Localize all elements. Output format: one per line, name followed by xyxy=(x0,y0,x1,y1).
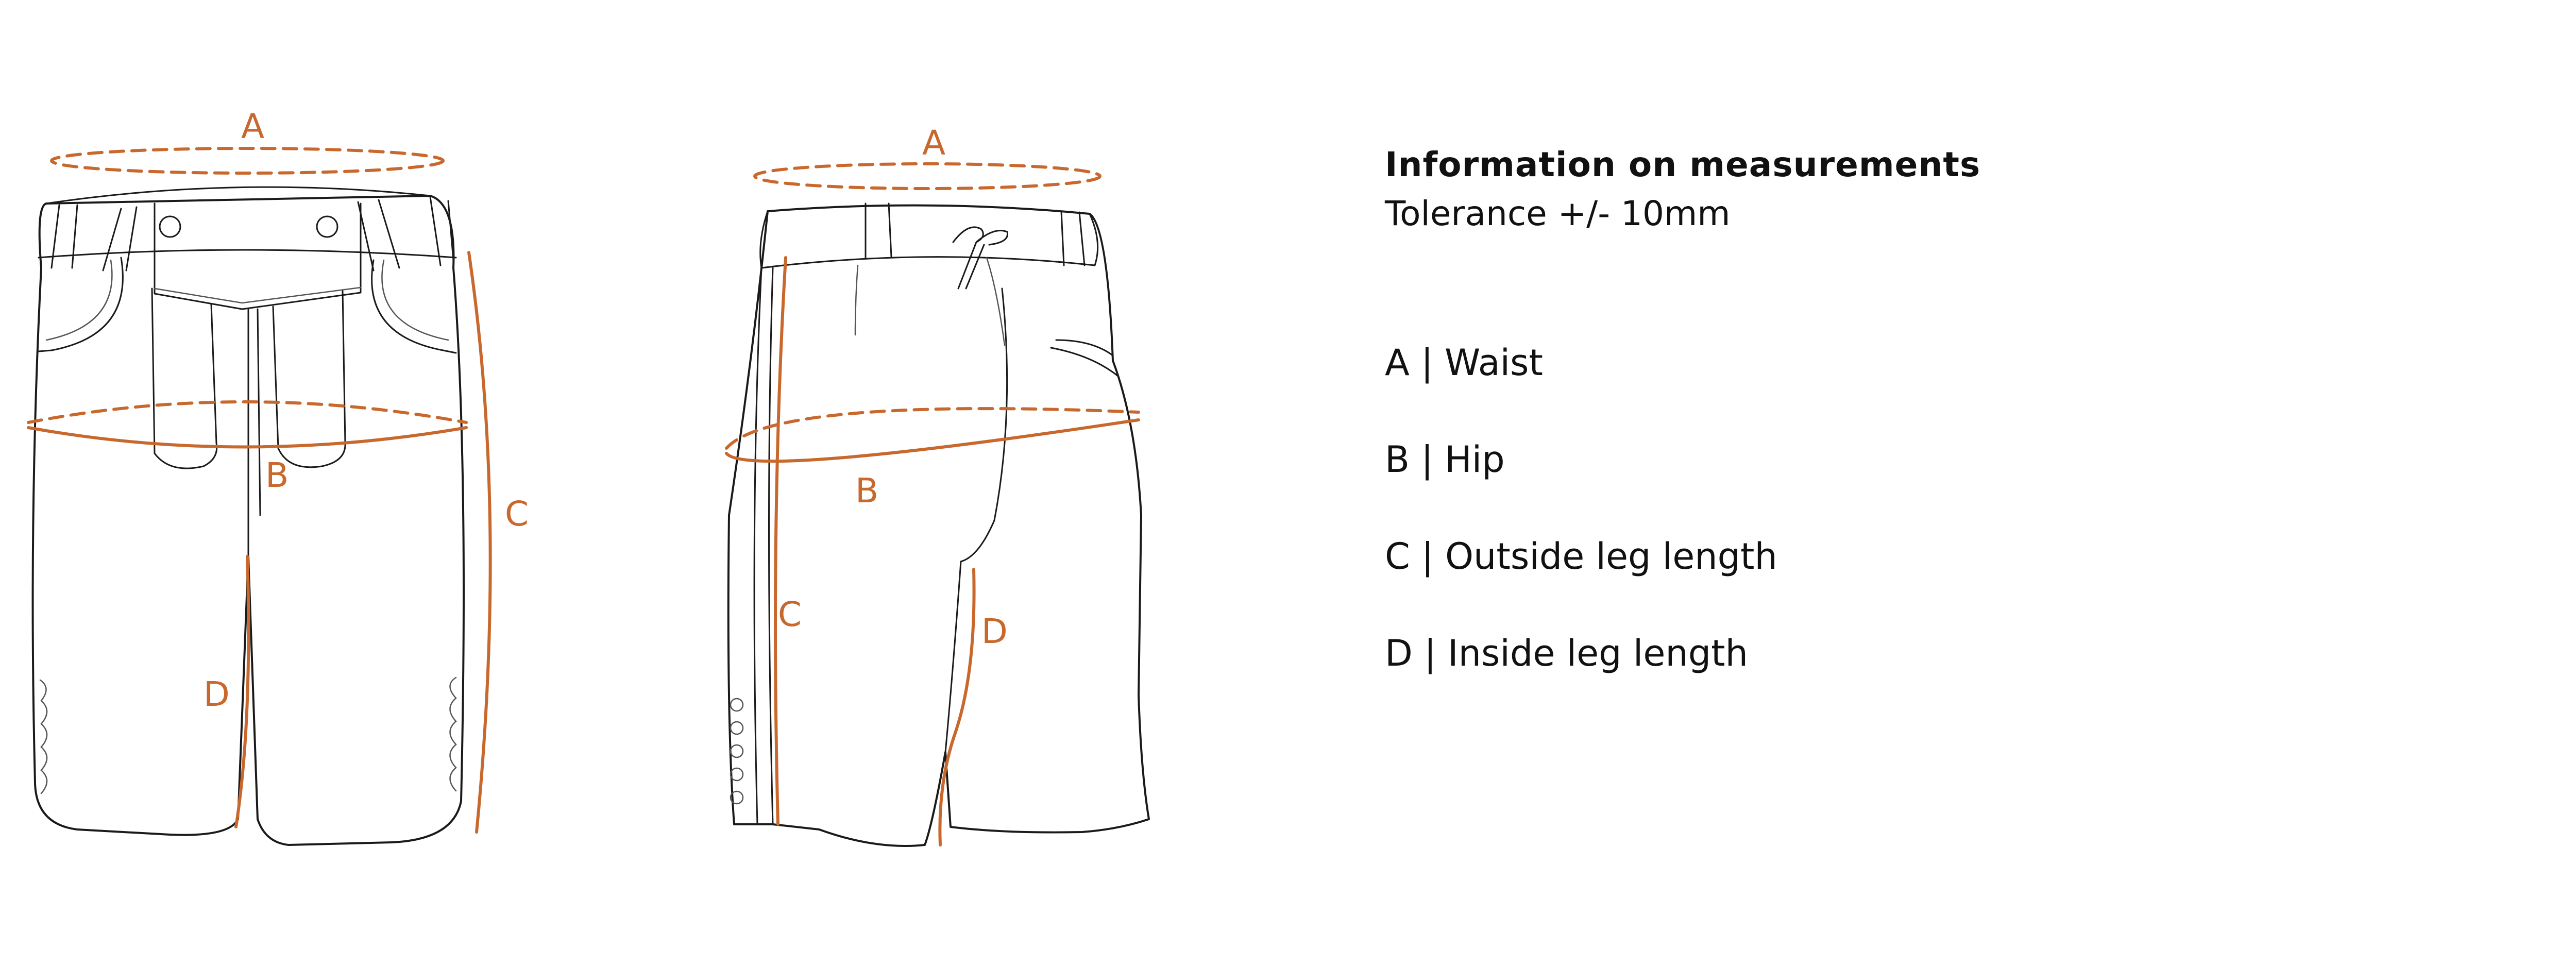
side-belt-loops xyxy=(865,202,1086,266)
side-button-5-icon xyxy=(730,790,744,805)
side-button-4-icon xyxy=(730,767,744,782)
front-label-c: C xyxy=(505,494,529,534)
side-inside-leg-line-d xyxy=(938,568,976,846)
front-pocket-inner xyxy=(45,259,449,341)
front-label-d: D xyxy=(204,674,230,714)
legend-item-outside-leg: C | Outside leg length xyxy=(1385,535,1777,578)
side-drawstring xyxy=(952,226,1009,290)
side-hip-line-back xyxy=(725,407,1140,450)
front-pockets xyxy=(38,257,457,354)
front-outside-leg-line-c xyxy=(467,251,492,834)
side-label-a: A xyxy=(922,123,945,163)
side-button-1-icon xyxy=(730,698,744,712)
side-waistband xyxy=(759,210,1099,269)
front-hip-line-back xyxy=(27,400,468,424)
front-label-a: A xyxy=(241,107,264,146)
front-flap-inner xyxy=(154,286,362,304)
side-button-3-icon xyxy=(730,744,744,758)
flap-button-right-icon xyxy=(316,215,338,238)
side-pocket xyxy=(1050,339,1119,377)
side-seam-stripe xyxy=(753,267,774,825)
side-center-seam xyxy=(960,287,1008,563)
side-hip-line-front xyxy=(725,418,1140,463)
side-waist-line-a xyxy=(753,162,1101,190)
front-belt-loops xyxy=(50,196,454,272)
front-measurements: A B C D xyxy=(27,107,529,834)
side-pleat-lines xyxy=(854,257,1006,346)
front-hip-line-front xyxy=(27,426,468,449)
legend-item-hip: B | Hip xyxy=(1385,438,1505,481)
legend-item-waist: A | Waist xyxy=(1385,342,1543,384)
side-buttons xyxy=(730,698,744,805)
front-label-b: B xyxy=(265,455,289,495)
measurement-legend: A | Waist B | Hip C | Outside leg length… xyxy=(1385,314,1980,702)
front-fly xyxy=(247,308,261,557)
side-label-c: C xyxy=(778,595,802,634)
front-side-buttons xyxy=(39,676,457,794)
side-measurements: A B C D xyxy=(725,123,1140,846)
legend-item-inside-leg: D | Inside leg length xyxy=(1385,632,1748,674)
side-button-2-icon xyxy=(730,721,744,735)
front-waist-line-a xyxy=(50,147,445,175)
side-label-d: D xyxy=(981,612,1008,651)
front-suspender-tabs xyxy=(151,287,346,469)
side-leg-split xyxy=(944,561,962,753)
side-label-b: B xyxy=(855,471,878,511)
side-view-shorts xyxy=(727,202,1150,847)
side-outside-leg-line-c xyxy=(774,256,787,826)
tolerance-text: Tolerance +/- 10mm xyxy=(1385,194,1731,233)
info-title: Information on measurements xyxy=(1385,145,1981,184)
side-shorts-outline xyxy=(727,204,1150,847)
flap-button-left-icon xyxy=(159,215,181,238)
front-view-shorts xyxy=(31,186,465,846)
measurement-info-panel: Information on measurements Tolerance +/… xyxy=(1385,139,1980,702)
front-inside-leg-line-d xyxy=(234,555,250,828)
front-flap xyxy=(154,202,362,310)
